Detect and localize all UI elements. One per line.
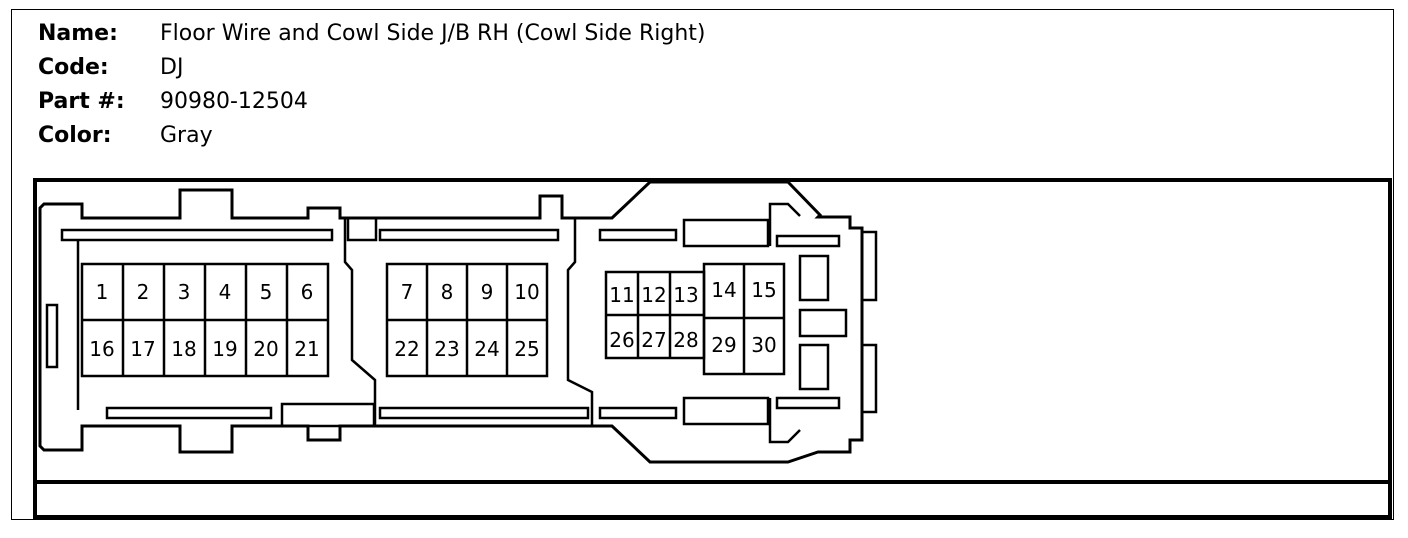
part-number-value: 90980-12504 [160,88,308,114]
pin-block-middle [385,262,549,378]
housing-left-end [38,202,60,452]
pin-block-right-small [604,270,706,360]
connector-info: Name: Floor Wire and Cowl Side J/B RH (C… [38,16,705,152]
pin-9-label: 9 [481,280,494,304]
housing-bar-bottom-1 [105,406,273,420]
diagram-frame [33,178,1392,519]
pin-13-label: 13 [673,283,698,307]
housing-right-latch-bottom [862,343,878,414]
housing-top-notch [346,216,378,242]
housing-bottom-notch [280,402,376,428]
code-row: Code: DJ [38,50,705,84]
housing-right-top-block [682,218,770,248]
housing-divider-2 [566,218,594,426]
name-row: Name: Floor Wire and Cowl Side J/B RH (C… [38,16,705,50]
pin-block-right-large [702,262,786,376]
housing-bar-bottom-4 [775,396,841,410]
housing-bar-top-4 [775,234,841,248]
pin-6-label: 6 [301,280,314,304]
pin-22-label: 22 [394,337,419,361]
housing-right-latch-top [862,230,878,302]
name-value: Floor Wire and Cowl Side J/B RH (Cowl Si… [160,20,706,46]
part-number-row: Part #: 90980-12504 [38,84,705,118]
pin-7-label: 7 [401,280,414,304]
pin-8-label: 8 [441,280,454,304]
housing-bar-top-2 [378,228,560,242]
pin-11-label: 11 [609,283,634,307]
connector-card [11,9,1394,520]
pin-26-label: 26 [609,328,634,352]
pin-16-label: 16 [89,337,114,361]
pin-10-label: 10 [514,280,539,304]
pin-18-label: 18 [171,337,196,361]
housing-right-top-hook [768,202,801,246]
pin-4-label: 4 [219,280,232,304]
pin-27-label: 27 [641,328,666,352]
pin-19-label: 19 [212,337,237,361]
color-row: Color: Gray [38,118,705,152]
pin-17-label: 17 [130,337,155,361]
pin-block-left [80,262,330,378]
housing-bar-bottom-3 [598,406,678,420]
housing-outline [60,180,864,464]
pin-21-label: 21 [294,337,319,361]
housing-right-bottom-block [682,396,770,426]
pin-1-label: 1 [96,280,109,304]
housing-bar-top-1 [60,228,334,242]
housing-bar-top-3 [598,228,678,242]
part-number-label: Part #: [38,88,125,114]
pin-12-label: 12 [641,283,666,307]
housing-right-slot-1 [798,254,830,302]
code-label: Code: [38,54,109,80]
housing-bar-bottom-2 [378,406,590,420]
housing-left-latch [45,303,59,369]
pin-30-label: 30 [751,333,776,357]
code-value: DJ [160,54,184,80]
pin-14-label: 14 [711,278,736,302]
name-label: Name: [38,20,118,46]
pin-5-label: 5 [260,280,273,304]
color-value: Gray [160,122,213,148]
pin-20-label: 20 [253,337,278,361]
housing-divider-1 [343,218,377,426]
pin-25-label: 25 [514,337,539,361]
pin-2-label: 2 [137,280,150,304]
pin-24-label: 24 [474,337,499,361]
pin-15-label: 15 [751,278,776,302]
connector-housing [38,180,878,464]
pin-28-label: 28 [673,328,698,352]
housing-right-bottom-hook [768,398,801,444]
pin-3-label: 3 [178,280,191,304]
housing-right-slot-3 [798,343,830,391]
housing-right-slot-2 [798,308,848,338]
pin-23-label: 23 [434,337,459,361]
color-label: Color: [38,122,112,148]
pin-29-label: 29 [711,333,736,357]
